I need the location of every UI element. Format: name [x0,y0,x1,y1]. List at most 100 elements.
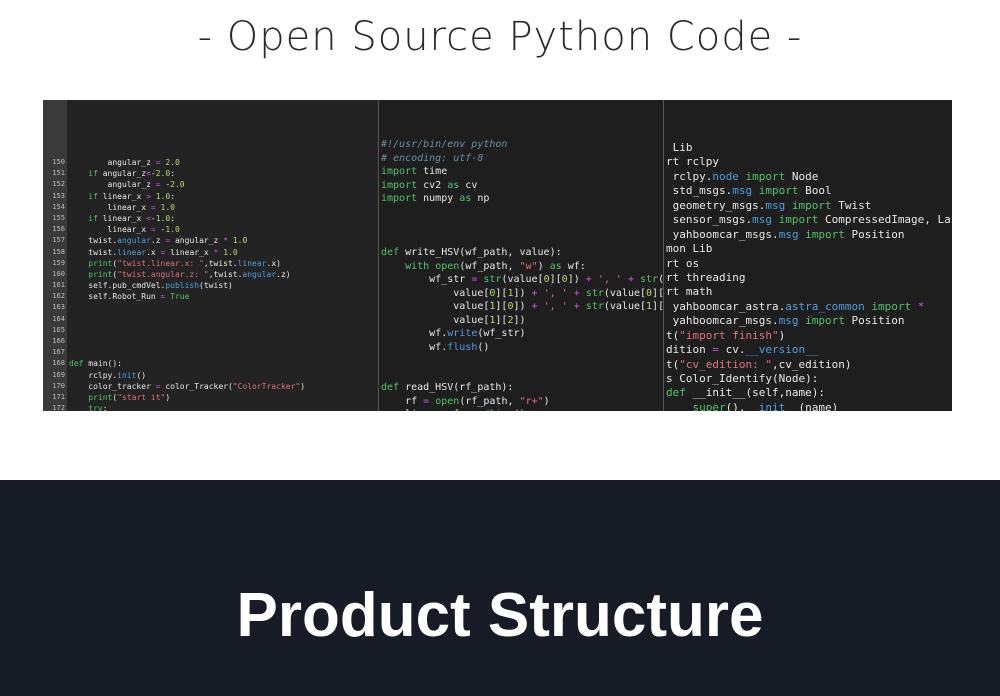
code-line: 152 angular_z = -2.0 [43,179,378,190]
code-text: rf = open(rf_path, "r+") [381,395,550,407]
code-line: rclpy.node import Node [664,170,952,184]
code-line: rt math [664,285,952,299]
code-line: 163 [43,302,378,313]
code-line: t("cv_edition: ",cv_edition) [664,358,952,372]
code-text: if angular_z<-2.0: [88,169,176,179]
code-line: wf.flush() [379,341,664,355]
line-number: 158 [52,247,65,256]
code-text: geometry_msgs.msg import Twist [666,198,872,212]
code-line: yahboomcar_msgs.msg import Position [664,314,952,328]
code-line: 161 self.pub_cmdVel.publish(twist) [43,280,378,291]
code-line: 151 if angular_z<-2.0: [43,168,378,179]
code-line: value[0][1]) + ', ' + str(value[0][2]) [379,287,664,301]
code-text: #!/usr/bin/env python [381,139,508,150]
code-text: yahboomcar_msgs.msg import Position [666,314,905,328]
code-line: 160 print("twist.angular.z: ",twist.angu… [43,269,378,280]
code-line: 156 linear_x = -1.0 [43,224,378,235]
code-line: 155 if linear_x <-1.0: [43,213,378,224]
code-text: wf.write(wf_str) [381,328,526,339]
code-line: import time [379,165,664,179]
code-text: wf_str = str(value[0][0]) + ', ' + str( [381,274,664,285]
code-text: import cv2 as cv [381,179,478,191]
code-text: color_tracker = color_Tracker("ColorTrac… [69,381,306,391]
code-text: linear_x = -1.0 [69,225,180,235]
code-line: 153 if linear_x > 1.0: [43,191,378,202]
code-text: import time [381,166,448,177]
code-line [379,206,664,220]
code-text: wf.flush() [381,341,490,353]
code-text: rclpy.init() [69,370,147,380]
code-line: geometry_msgs.msg import Twist [664,199,952,213]
code-text: super().__init__(name) [692,400,839,411]
code-text: rt math [666,285,713,299]
section-heading-open-source: - Open Source Python Code - [197,14,803,60]
code-text: if linear_x <-1.0: [88,213,176,223]
line-number: 169 [52,370,65,379]
code-text: angular_z = -2.0 [69,180,185,190]
code-text: rt threading [666,270,746,284]
code-line: import numpy as np [379,192,664,206]
code-text: twist.linear.x = linear_x * 1.0 [69,247,238,257]
line-number: 165 [52,325,65,334]
code-line: import cv2 as cv [379,179,664,193]
line-number: 166 [52,337,65,345]
code-text: value[1][2]) [381,314,526,326]
code-text: sensor_msgs.msg import CompressedImage, … [666,213,952,227]
line-number: 152 [52,180,65,189]
code-line [379,368,664,382]
code-line: dition = cv.__version__ [664,343,952,357]
code-line: wf_str = str(value[0][0]) + ', ' + str( [379,273,664,287]
code-line: # encoding: utf-8 [379,152,664,166]
line-number: 170 [52,381,65,390]
code-line: def read_HSV(rf_path): [379,381,664,395]
code-text: linear_x = 1.0 [69,202,175,212]
code-line: 165 [43,325,378,336]
code-text: # encoding: utf-8 [381,152,484,164]
code-line: rt threading [664,271,952,285]
code-text: twist.angular.z = angular_z * 1.0 [69,236,248,246]
code-line: with open(wf_path, "w") as wf: [379,260,664,274]
line-number: 156 [52,225,65,234]
code-line: 159 print("twist.linear.x: ",twist.linea… [43,258,378,269]
code-line: Lib [664,141,952,155]
code-line: 169 rclpy.init() [43,370,378,381]
code-text: std_msgs.msg import Bool [666,184,832,198]
code-text: rt os [666,256,700,270]
code-line: wf.write(wf_str) [379,327,664,341]
line-number: 162 [52,292,65,301]
code-line [379,354,664,368]
code-line: 162 self.Robot_Run = True [43,291,378,302]
code-text: self.pub_cmdVel.publish(twist) [69,281,233,291]
code-text: yahboomcar_msgs.msg import Position [666,227,905,241]
code-line: yahboomcar_msgs.msg import Position [664,228,952,242]
code-text: line = rf.readline() [381,409,525,411]
line-number: 161 [52,281,65,290]
line-number: 153 [52,191,65,200]
code-line: value[1][2]) [379,314,664,328]
line-number: 151 [52,169,65,178]
line-number: 163 [52,303,65,312]
line-number: 168 [52,359,65,368]
code-text: try: [88,404,108,411]
code-line: value[1][0]) + ', ' + str(value[1][1]) [379,300,664,314]
code-line: yahboomcar_astra.astra_common import * [664,300,952,314]
code-line: 167 [43,347,378,358]
line-number-gutter [43,100,67,411]
code-text: t("cv_edition: ",cv_edition) [666,357,852,371]
code-line: 154 linear_x = 1.0 [43,202,378,213]
code-line: std_msgs.msg import Bool [664,184,952,198]
code-text: with open(wf_path, "w") as wf: [405,260,586,272]
code-line: 157 twist.angular.z = angular_z * 1.0 [43,235,378,246]
code-text: value[0][1]) + ', ' + str(value[0][2]) [381,287,664,299]
code-text: def read_HSV(rf_path): [381,382,514,393]
code-text: dition = cv.__version__ [666,343,819,357]
code-text: yahboomcar_astra.astra_common import * [666,299,925,313]
code-line: s Color_Identify(Node): [664,372,952,386]
code-text: print("twist.angular.z: ",twist.angular.… [88,269,291,279]
code-line: sensor_msgs.msg import CompressedImage, … [664,213,952,227]
line-number: 154 [52,202,65,211]
code-line: 158 twist.linear.x = linear_x * 1.0 [43,247,378,258]
dark-banner [0,480,1000,696]
line-number: 167 [52,348,65,357]
code-text: self.Robot_Run = True [69,292,190,302]
